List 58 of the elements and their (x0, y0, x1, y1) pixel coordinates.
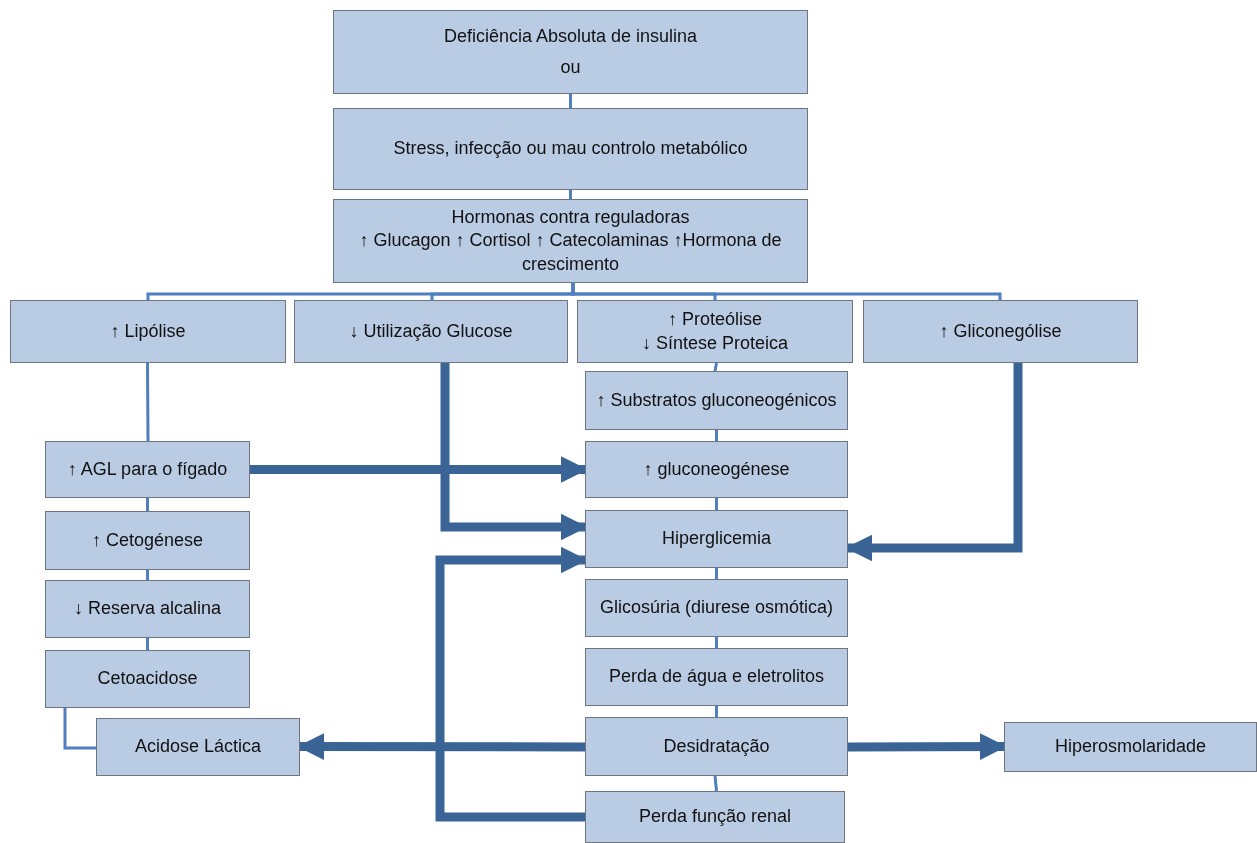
box-text: Desidratação (663, 734, 770, 758)
box-text: ↑ Lipólise (110, 319, 186, 343)
connector-line (715, 637, 718, 648)
connector-line (146, 498, 149, 511)
connector-line (569, 94, 572, 108)
connector-line (569, 190, 572, 199)
process-box (585, 648, 848, 706)
connector-line (146, 570, 149, 580)
connector-line (715, 498, 718, 510)
process-box (863, 300, 1138, 363)
process-box (96, 718, 300, 776)
process-box (45, 580, 250, 638)
box-text: ↓ Reserva alcalina (73, 597, 222, 621)
box-text: Deficiência Absoluta de insulina (443, 24, 698, 48)
box-text: ↑ Gliconególise (939, 319, 1062, 343)
process-box (333, 199, 808, 283)
connector-line (146, 363, 150, 441)
process-box (585, 579, 848, 637)
connector-line (713, 362, 718, 372)
box-text: ↑ Cetogénese (91, 528, 204, 552)
box-text: Glicosúria (diurese osmótica) (599, 596, 834, 620)
connector-line (715, 568, 718, 579)
box-text: ↑ Proteólise (667, 308, 762, 332)
connector-line (63, 708, 96, 750)
process-box (585, 510, 848, 568)
process-box (294, 300, 568, 363)
process-box (585, 791, 845, 843)
connector-line (713, 775, 718, 792)
box-text: Acidose Láctica (134, 735, 262, 759)
process-box (45, 511, 250, 570)
connector-line (571, 283, 1002, 300)
process-box (585, 371, 848, 430)
process-box (577, 300, 853, 363)
box-text: Hiperglicemia (661, 527, 771, 551)
box-text: ↑ Substratos gluconeogénicos (596, 388, 837, 412)
box-text: ↓ Síntese Proteica (641, 331, 789, 355)
connector-line (146, 638, 149, 650)
box-text: ↑ AGL para o fígado (67, 457, 228, 481)
box-text: ou (560, 56, 581, 79)
connector-line (715, 430, 718, 441)
box-text: Stress, infecção ou mau controlo metabólico (393, 137, 748, 161)
process-box (333, 108, 808, 190)
box-text: Hiperosmolaridade (1054, 735, 1207, 759)
box-text: Perda de água e eletrolitos (608, 665, 825, 689)
process-box (585, 717, 848, 776)
box-text: Hormonas contra reguladoras (451, 205, 690, 229)
box-text: Cetoacidose (97, 667, 198, 691)
process-box (333, 10, 808, 94)
box-text: ↓ Utilização Glucose (349, 319, 513, 343)
process-box (45, 650, 250, 708)
box-text: ↑ gluconeogénese (643, 457, 790, 481)
box-text: ↑ Glucagon ↑ Cortisol ↑ Catecolaminas ↑Hormona de crescimento (358, 229, 783, 276)
connector-line (715, 706, 718, 717)
box-text: Perda função renal (638, 805, 792, 829)
process-box (1004, 722, 1257, 772)
process-box (45, 441, 250, 498)
process-box (585, 441, 848, 498)
process-box (10, 300, 286, 363)
